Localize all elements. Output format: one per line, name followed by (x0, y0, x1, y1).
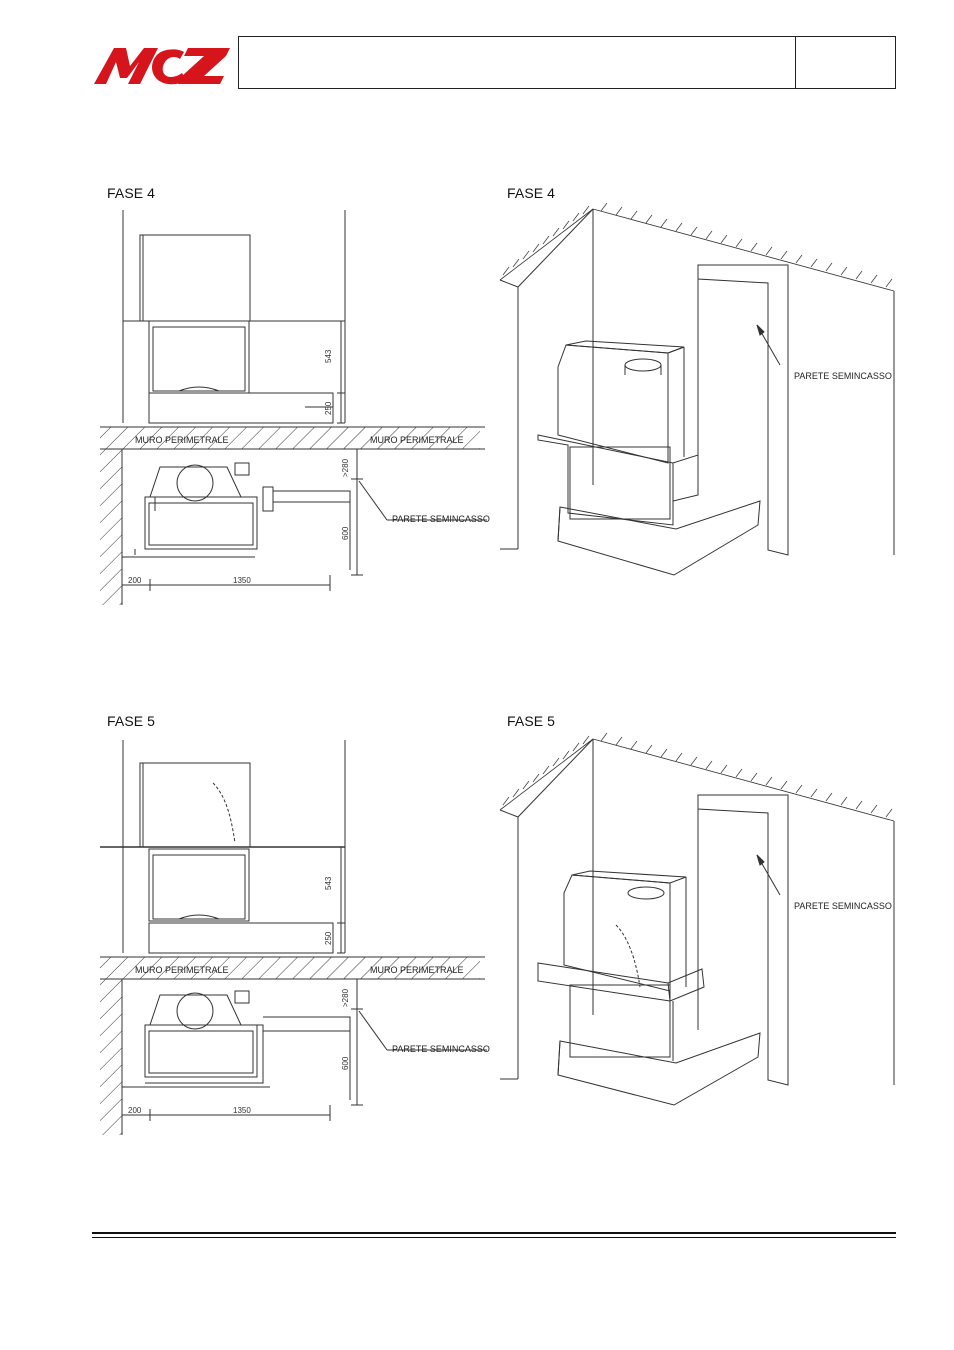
header-box (238, 36, 896, 89)
dim-2-d1: >280 (341, 988, 350, 1007)
dim-1-d1: >280 (341, 458, 350, 477)
panel-3-title: FASE 5 (107, 713, 156, 729)
plan-1-partition-label: PARETE SEMINCASSO (392, 514, 490, 524)
footer-rule (92, 1232, 896, 1234)
panel-4-title: FASE 5 (507, 713, 556, 729)
persp-2-partition-label: PARETE SEMINCASSO (794, 901, 892, 911)
plan-1-wall-right-label: MURO PERIMETRALE (370, 435, 464, 445)
plan-2-partition-label: PARETE SEMINCASSO (392, 1044, 490, 1054)
panel-3-drawing: MURO PERIMETRALE MURO PERIMETRALE PARETE… (100, 740, 490, 1135)
header-divider (795, 37, 796, 88)
persp-1-partition-label: PARETE SEMINCASSO (794, 371, 892, 381)
panel-2-title: FASE 4 (507, 185, 556, 201)
dim-1-d2: 600 (341, 526, 350, 540)
dim-1-w2: 1350 (233, 576, 251, 585)
plan-2-wall-left-label: MURO PERIMETRALE (135, 965, 229, 975)
dim-2-h2: 250 (324, 931, 333, 945)
panel-2-drawing: PARETE SEMINCASSO (499, 202, 895, 576)
dim-2-d2: 600 (341, 1056, 350, 1070)
dim-1-h1: 543 (324, 349, 333, 363)
mcz-logo (94, 48, 230, 85)
panel-1-title: FASE 4 (107, 185, 156, 201)
footer-rule-thin (92, 1237, 896, 1238)
plan-2-wall-right-label: MURO PERIMETRALE (370, 965, 464, 975)
dim-1-h2: 250 (324, 401, 333, 415)
dim-2-h1: 543 (324, 876, 333, 890)
dim-1-w1: 200 (128, 576, 142, 585)
dim-2-w1: 200 (128, 1106, 142, 1115)
panel-4-drawing: PARETE SEMINCASSO (499, 732, 895, 1106)
plan-1-wall-left-label: MURO PERIMETRALE (135, 435, 229, 445)
panel-1-drawing: MURO PERIMETRALE MURO PERIMETRALE PARETE… (100, 210, 490, 605)
dim-2-w2: 1350 (233, 1106, 251, 1115)
